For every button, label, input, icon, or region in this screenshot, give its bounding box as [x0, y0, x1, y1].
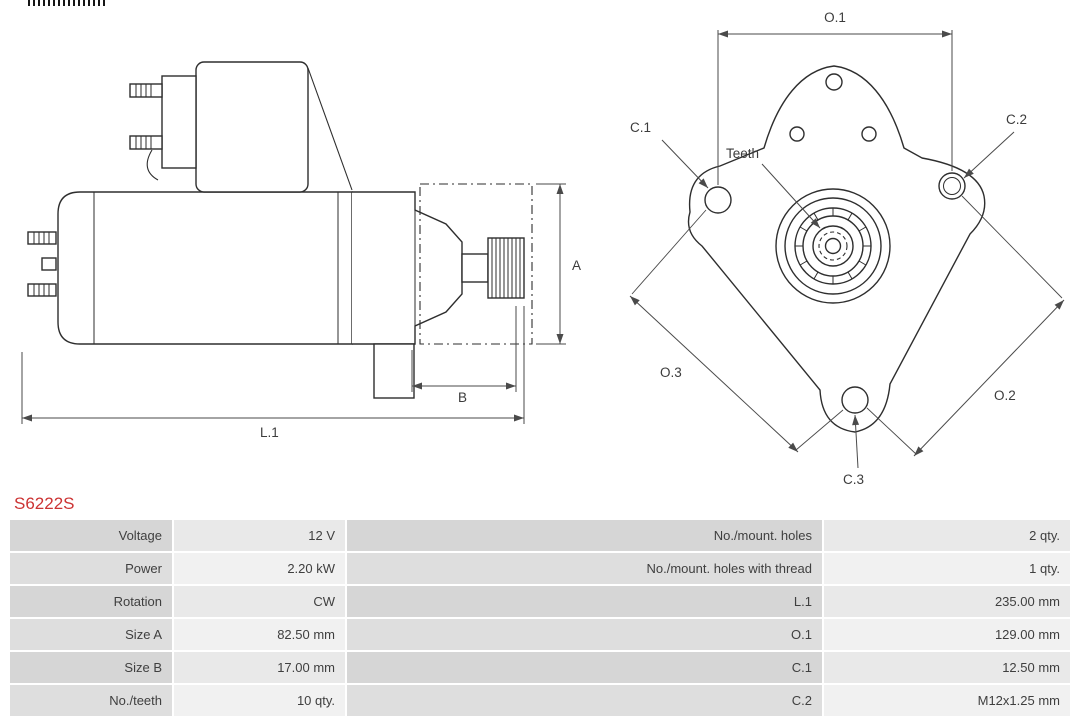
shoulder-hole-left: [789, 126, 805, 142]
spec-label: No./mount. holes with thread: [347, 553, 822, 584]
motor-housing: [57, 191, 353, 345]
mount-flange-outline: [419, 183, 533, 345]
spec-value: 82.50 mm: [174, 619, 345, 650]
label-b: B: [458, 390, 467, 405]
front-dimensions: O.1 C.1 C.2 Teeth: [629, 10, 1065, 487]
solenoid: [129, 61, 353, 193]
label-c1: C.1: [630, 120, 651, 135]
mount-bracket-outline: [687, 65, 986, 433]
side-dimensions: L.1 A B: [21, 183, 581, 440]
shoulder-hole-right: [861, 126, 877, 142]
dim-b: B: [411, 306, 517, 405]
leader-c3: C.3: [843, 414, 864, 487]
spec-value: 10 qty.: [174, 685, 345, 716]
mount-hole-bottom: [841, 386, 869, 414]
spec-label: Voltage: [10, 520, 172, 551]
ear-hole: [825, 73, 843, 91]
label-l1: L.1: [260, 425, 279, 440]
mount-hole-left: [704, 186, 732, 214]
spec-label: Rotation: [10, 586, 172, 617]
dim-o1: O.1: [717, 10, 953, 185]
shaft: [461, 253, 489, 283]
product-diagram: L.1 A B: [21, 0, 1065, 487]
label-o3: O.3: [660, 365, 682, 380]
housing-seams: [93, 192, 339, 344]
spec-value: 12.50 mm: [824, 652, 1070, 683]
dim-o2: O.2: [866, 195, 1065, 457]
leader-c2: C.2: [963, 112, 1027, 179]
spec-label: No./mount. holes: [347, 520, 822, 551]
label-a: A: [572, 258, 581, 273]
leader-teeth: Teeth: [726, 146, 821, 229]
spec-value: 1 qty.: [824, 553, 1070, 584]
spec-value: 235.00 mm: [824, 586, 1070, 617]
label-o2: O.2: [994, 388, 1016, 403]
spec-value: 2 qty.: [824, 520, 1070, 551]
spec-label: L.1: [347, 586, 822, 617]
starter-motor-drawing: L.1 A B: [21, 10, 1065, 487]
spec-value: 2.20 kW: [174, 553, 345, 584]
spec-value: CW: [174, 586, 345, 617]
spec-label: Power: [10, 553, 172, 584]
side-view: [27, 61, 533, 399]
spec-label: Size A: [10, 619, 172, 650]
spec-label: No./teeth: [10, 685, 172, 716]
spec-value: M12x1.25 mm: [824, 685, 1070, 716]
part-number: S6222S: [14, 494, 75, 513]
mount-hole-right: [938, 172, 966, 200]
gear-assembly: [775, 188, 891, 304]
dim-l1: L.1: [21, 306, 525, 440]
bottom-foot: [373, 343, 415, 399]
spec-label: C.1: [347, 652, 822, 683]
dim-a: A: [536, 183, 581, 345]
label-c3: C.3: [843, 472, 864, 487]
terminal-studs: [27, 231, 57, 297]
spec-label: O.1: [347, 619, 822, 650]
spec-value: 12 V: [174, 520, 345, 551]
pinion-gear: [487, 237, 525, 299]
label-c2: C.2: [1006, 112, 1027, 127]
spec-label: C.2: [347, 685, 822, 716]
spec-table: Voltage 12 V No./mount. holes 2 qty. Pow…: [0, 520, 1080, 716]
label-o1: O.1: [824, 10, 846, 25]
spec-value: 17.00 mm: [174, 652, 345, 683]
leader-c1: C.1: [630, 120, 709, 189]
spec-value: 129.00 mm: [824, 619, 1070, 650]
barcode: [28, 0, 106, 6]
front-view: [687, 65, 986, 433]
spec-label: Size B: [10, 652, 172, 683]
label-teeth: Teeth: [726, 146, 759, 161]
dim-o3: O.3: [629, 209, 844, 453]
drive-end-housing: [352, 191, 463, 345]
